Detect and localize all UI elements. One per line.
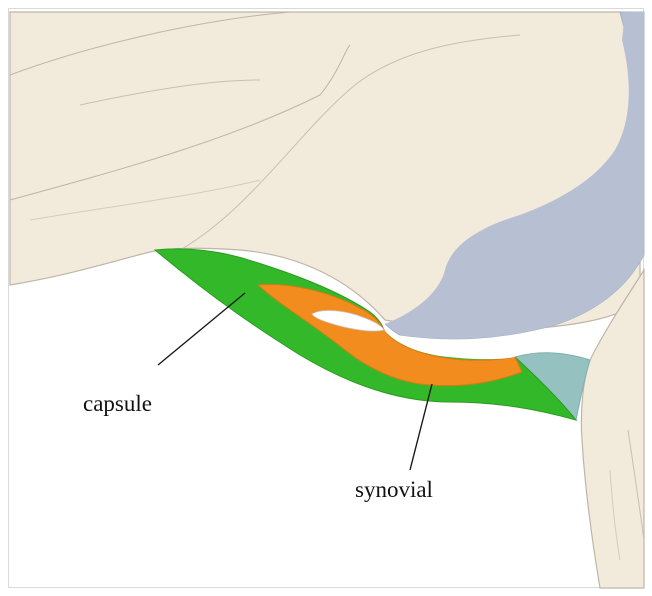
capsule-label: capsule (83, 392, 152, 415)
synovial-label: synovial (355, 478, 433, 501)
capsule-leader-line (158, 293, 245, 365)
